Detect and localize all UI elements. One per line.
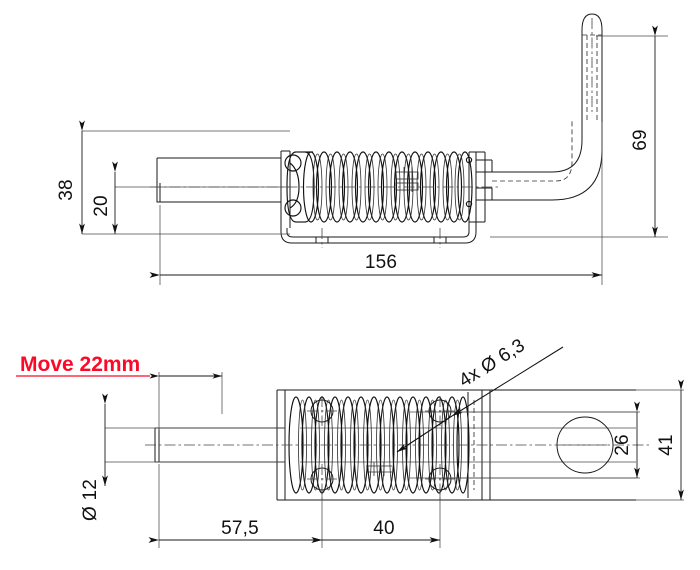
dimension-41: 41 [636, 379, 684, 501]
callout-label-4x-dia-6-3: 4x Ø 6,3 [455, 335, 528, 392]
dimension-label-40: 40 [373, 518, 395, 539]
dimension-label-69: 69 [630, 129, 651, 151]
dimension-156: 156 [149, 122, 603, 285]
dimension-label-20: 20 [91, 195, 112, 217]
dimension-dia-12: Ø 12 [80, 393, 285, 521]
dimension-label-26: 26 [612, 434, 633, 456]
dimension-20: 20 [91, 161, 290, 234]
callout-4x-dia-6-3: 4x Ø 6,3 [396, 335, 564, 453]
dimension-38: 38 [56, 120, 290, 235]
move-note-label: Move 22mm [20, 353, 140, 376]
dimension-40: 40 [311, 490, 441, 548]
dimension-69: 69 [490, 25, 668, 238]
bracket-housing-side [157, 151, 492, 243]
dimension-26: 26 [452, 401, 640, 479]
hook-arm-side [492, 14, 602, 200]
dimension-label-38: 38 [56, 179, 77, 201]
dimension-label-57-5: 57,5 [221, 518, 259, 539]
dimension-label-dia-12: Ø 12 [80, 479, 101, 521]
dimension-57-5: 57,5 [148, 464, 323, 548]
bottom-view-group: Move 22mm Ø 12 57,5 40 [16, 335, 684, 548]
move-note: Move 22mm [16, 353, 150, 377]
dimension-label-156: 156 [365, 252, 397, 273]
dimension-move-span [149, 372, 223, 430]
top-view-group: 38 20 156 69 [56, 14, 668, 285]
dimension-label-41: 41 [656, 434, 677, 456]
